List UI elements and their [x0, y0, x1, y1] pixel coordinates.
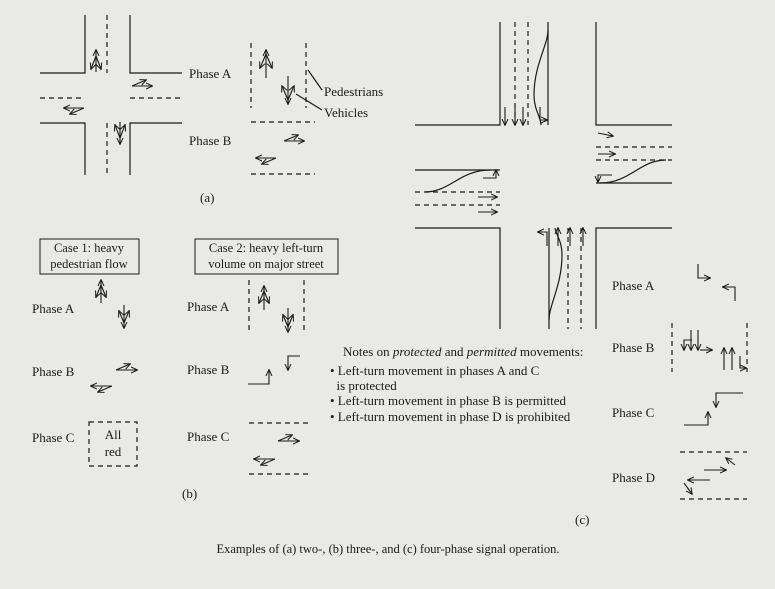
all-red-line2: red: [105, 444, 122, 459]
panel-b-tag: (b): [182, 486, 197, 501]
notes-block: Notes on protected and permitted movemen…: [330, 344, 583, 424]
case1-phase-b-label: Phase B: [32, 364, 75, 379]
case2-phase-c-label: Phase C: [187, 429, 229, 444]
panel-c-phase-a-diagram: [697, 264, 736, 301]
panel-a-phase-a-diagram: [250, 43, 323, 111]
note-bullet-1: • Left-turn movement in phases A and C: [330, 363, 539, 378]
case2-line1: Case 2: heavy left-turn: [209, 241, 324, 255]
case2-phase-a-label: Phase A: [187, 299, 230, 314]
panel-a-phase-a-label: Phase A: [189, 66, 232, 81]
case2-phase-c-diagram: [249, 422, 312, 475]
panel-c-phase-d-label: Phase D: [612, 470, 655, 485]
case2-phase-b-label: Phase B: [187, 362, 230, 377]
case2-box: [194, 238, 339, 275]
case2-phase-a-diagram: [248, 280, 305, 334]
case1-phase-a-arrows: [96, 280, 129, 328]
note-bullet-3: • Left-turn movement in phase D is prohi…: [330, 409, 571, 424]
case1-line2: pedestrian flow: [50, 257, 127, 271]
case2-line2: volume on major street: [208, 257, 324, 271]
panel-a-tag: (a): [200, 190, 214, 205]
note-bullet-2: • Left-turn movement in phase B is permi…: [330, 393, 566, 408]
panel-c-phase-b-diagram: [671, 323, 748, 372]
panel-c-intersection: [415, 22, 672, 329]
case1-phase-b-arrows: [91, 364, 137, 392]
vehicles-label: Vehicles: [324, 105, 368, 120]
case1-phase-c-label: Phase C: [32, 430, 74, 445]
panel-c-phase-b-label: Phase B: [612, 340, 655, 355]
panel-c-phase-d-diagram: [680, 451, 747, 500]
panel-c-vehicle-arrows: [478, 107, 615, 246]
note-bullet-1-cont: is protected: [330, 378, 397, 393]
panel-a-phase-b-diagram: [251, 121, 315, 175]
panel-c-tag: (c): [575, 512, 589, 527]
panel-c-phase-c-label: Phase C: [612, 405, 654, 420]
panel-c-phase-a-label: Phase A: [612, 278, 655, 293]
panel-b: Case 1: heavy pedestrian flow Case 2: he…: [32, 238, 339, 501]
case1-box: [39, 238, 140, 275]
pedestrians-label: Pedestrians: [324, 84, 383, 99]
panel-a: Phase A Phase B Pedestrians Vehicles (a): [40, 15, 383, 205]
panel-a-intersection: [40, 15, 182, 175]
panel-c: Phase A Phase B Phase C Phase D: [330, 22, 748, 527]
all-red-box: [88, 421, 138, 467]
case1-phase-a-label: Phase A: [32, 301, 75, 316]
panel-a-vehicle-arrows: [64, 50, 152, 144]
notes-heading: Notes on protected and permitted movemen…: [343, 344, 583, 359]
panel-a-phase-b-label: Phase B: [189, 133, 232, 148]
case1-line1: Case 1: heavy: [54, 241, 125, 255]
figure-caption: Examples of (a) two-, (b) three-, and (c…: [216, 542, 559, 556]
case2-phase-b-diagram: [248, 355, 300, 385]
all-red-line1: All: [105, 427, 122, 442]
panel-c-phase-c-diagram: [684, 392, 743, 426]
